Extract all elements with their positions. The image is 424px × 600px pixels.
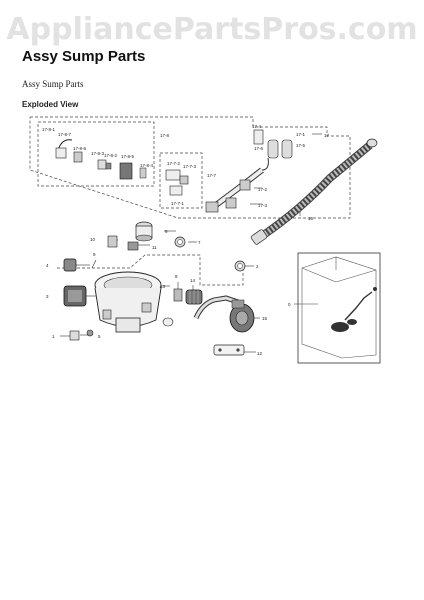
label-12: 12 bbox=[257, 351, 263, 356]
label-17-7-2: 17-7-2 bbox=[167, 161, 181, 166]
part-1 bbox=[69, 330, 80, 341]
dashed-group-outlines bbox=[29, 116, 351, 286]
label-17-4: 17-4 bbox=[252, 124, 262, 129]
part-number-labels: 17-8-1 17-8-7 17-8-6 17-8-3 17-8-2 17-8-… bbox=[42, 124, 330, 356]
filter-part-3 bbox=[63, 285, 87, 307]
label-17-8-7: 17-8-7 bbox=[58, 132, 72, 137]
label-17-8-2: 17-8-2 bbox=[104, 153, 118, 158]
label-17-8-1: 17-8-1 bbox=[42, 127, 56, 132]
page-subtitle: Assy Sump Parts bbox=[22, 79, 84, 89]
hose-part-16 bbox=[250, 138, 378, 245]
label-5: 5 bbox=[98, 334, 101, 339]
label-16: 16 bbox=[308, 216, 314, 221]
hose-group-17 bbox=[205, 129, 293, 213]
label-15: 15 bbox=[262, 316, 268, 321]
label-10: 10 bbox=[90, 237, 96, 242]
part-4 bbox=[63, 258, 77, 272]
bellows-part-14 bbox=[185, 289, 203, 305]
label-0: 0 bbox=[288, 302, 291, 307]
label-8: 8 bbox=[175, 274, 178, 279]
label-17-7-3: 17-7-3 bbox=[183, 164, 197, 169]
label-17-1: 17-1 bbox=[296, 132, 306, 137]
page-title: Assy Sump Parts bbox=[22, 48, 146, 65]
label-11: 11 bbox=[152, 245, 157, 250]
section-label: Exploded View bbox=[22, 100, 79, 109]
ring-part-2 bbox=[234, 260, 246, 272]
clip-part-10 bbox=[107, 235, 118, 248]
clip-part-11 bbox=[127, 241, 139, 251]
label-3: 3 bbox=[46, 294, 49, 299]
label-1: 1 bbox=[52, 334, 55, 339]
label-17-8: 17-8 bbox=[160, 133, 170, 138]
label-17-3: 17-3 bbox=[258, 203, 268, 208]
part-5 bbox=[86, 329, 94, 337]
label-17-8-4: 17-8-4 bbox=[140, 163, 154, 168]
label-13: 13 bbox=[160, 284, 166, 289]
label-17-2: 17-2 bbox=[258, 187, 268, 192]
label-6: 6 bbox=[165, 229, 168, 234]
part-6-cap bbox=[135, 221, 153, 242]
label-17-7-1: 17-7-1 bbox=[171, 201, 185, 206]
part-group-17-8 bbox=[55, 139, 147, 180]
label-17-8-5: 17-8-5 bbox=[121, 154, 135, 159]
label-17: 17 bbox=[324, 133, 330, 138]
ring-part-7 bbox=[174, 236, 186, 248]
label-9: 9 bbox=[93, 252, 96, 257]
bracket-part-12 bbox=[213, 344, 245, 356]
pump-part-15 bbox=[193, 295, 255, 333]
label-4: 4 bbox=[46, 263, 49, 268]
label-2: 2 bbox=[256, 264, 259, 269]
watermark: AppliancePartsPros.com bbox=[6, 12, 418, 47]
label-17-6: 17-6 bbox=[254, 146, 264, 151]
label-17-8-3: 17-8-3 bbox=[91, 151, 105, 156]
label-7: 7 bbox=[198, 240, 201, 245]
label-14: 14 bbox=[190, 278, 196, 283]
label-17-8-6: 17-8-6 bbox=[73, 146, 87, 151]
part-group-17-7 bbox=[165, 169, 189, 196]
label-17-7: 17-7 bbox=[207, 173, 217, 178]
sump-assembly bbox=[94, 271, 162, 333]
part-8 bbox=[173, 288, 183, 302]
inset-box bbox=[297, 252, 381, 364]
label-17-5: 17-5 bbox=[296, 143, 306, 148]
ring-part-9 bbox=[162, 317, 174, 327]
